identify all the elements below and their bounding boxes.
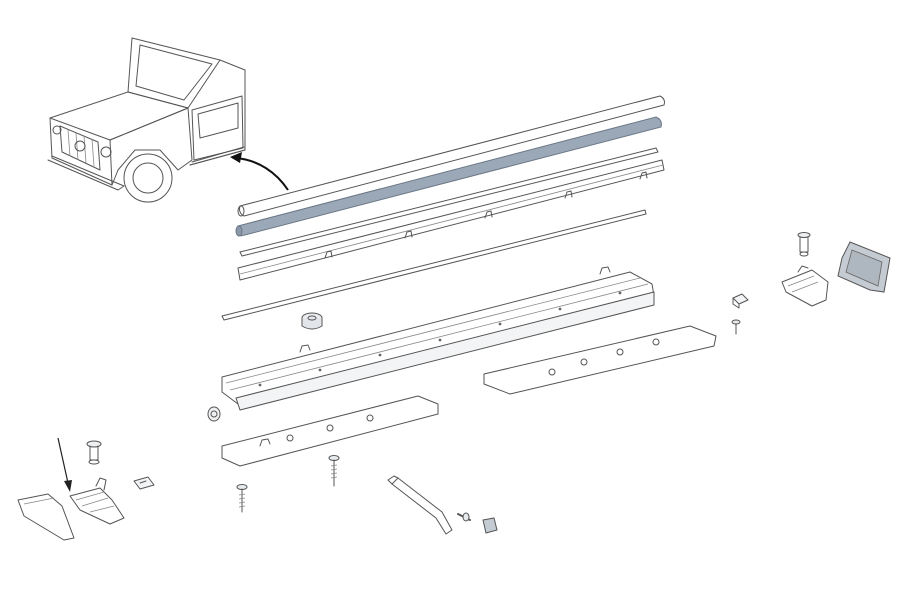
- arrow-icon: [230, 152, 289, 191]
- screw-right: [731, 319, 741, 335]
- mounting-bracket-left: [69, 477, 125, 525]
- rail-channel: [237, 159, 665, 281]
- push-pin: [86, 440, 102, 465]
- support-bracket: [387, 475, 453, 535]
- screw-bottom-1: [236, 484, 248, 513]
- push-pin-right: [797, 232, 811, 257]
- vehicle-outline-icon: [47, 37, 246, 203]
- bolt-bracket: [457, 512, 471, 522]
- end-cap-left: [17, 493, 75, 541]
- lower-plate-right: [483, 325, 717, 395]
- clip-small-left: [207, 406, 221, 422]
- rail-tube-upper: [237, 95, 665, 217]
- mounting-bracket-right: [781, 265, 829, 307]
- trim-strip: [239, 147, 659, 257]
- grommet: [301, 312, 323, 330]
- screw-bottom-2: [328, 455, 340, 487]
- clip-small-center: [133, 476, 155, 490]
- lower-plate-left: [221, 395, 439, 467]
- running-board: [221, 266, 655, 411]
- bracket-small-right: [732, 293, 749, 309]
- end-cap-right: [837, 241, 891, 293]
- nut-bracket: [482, 517, 498, 534]
- seal-strip: [221, 209, 647, 321]
- pointer-arrow-icon: [57, 437, 72, 492]
- rail-tube-highlighted: [235, 116, 662, 237]
